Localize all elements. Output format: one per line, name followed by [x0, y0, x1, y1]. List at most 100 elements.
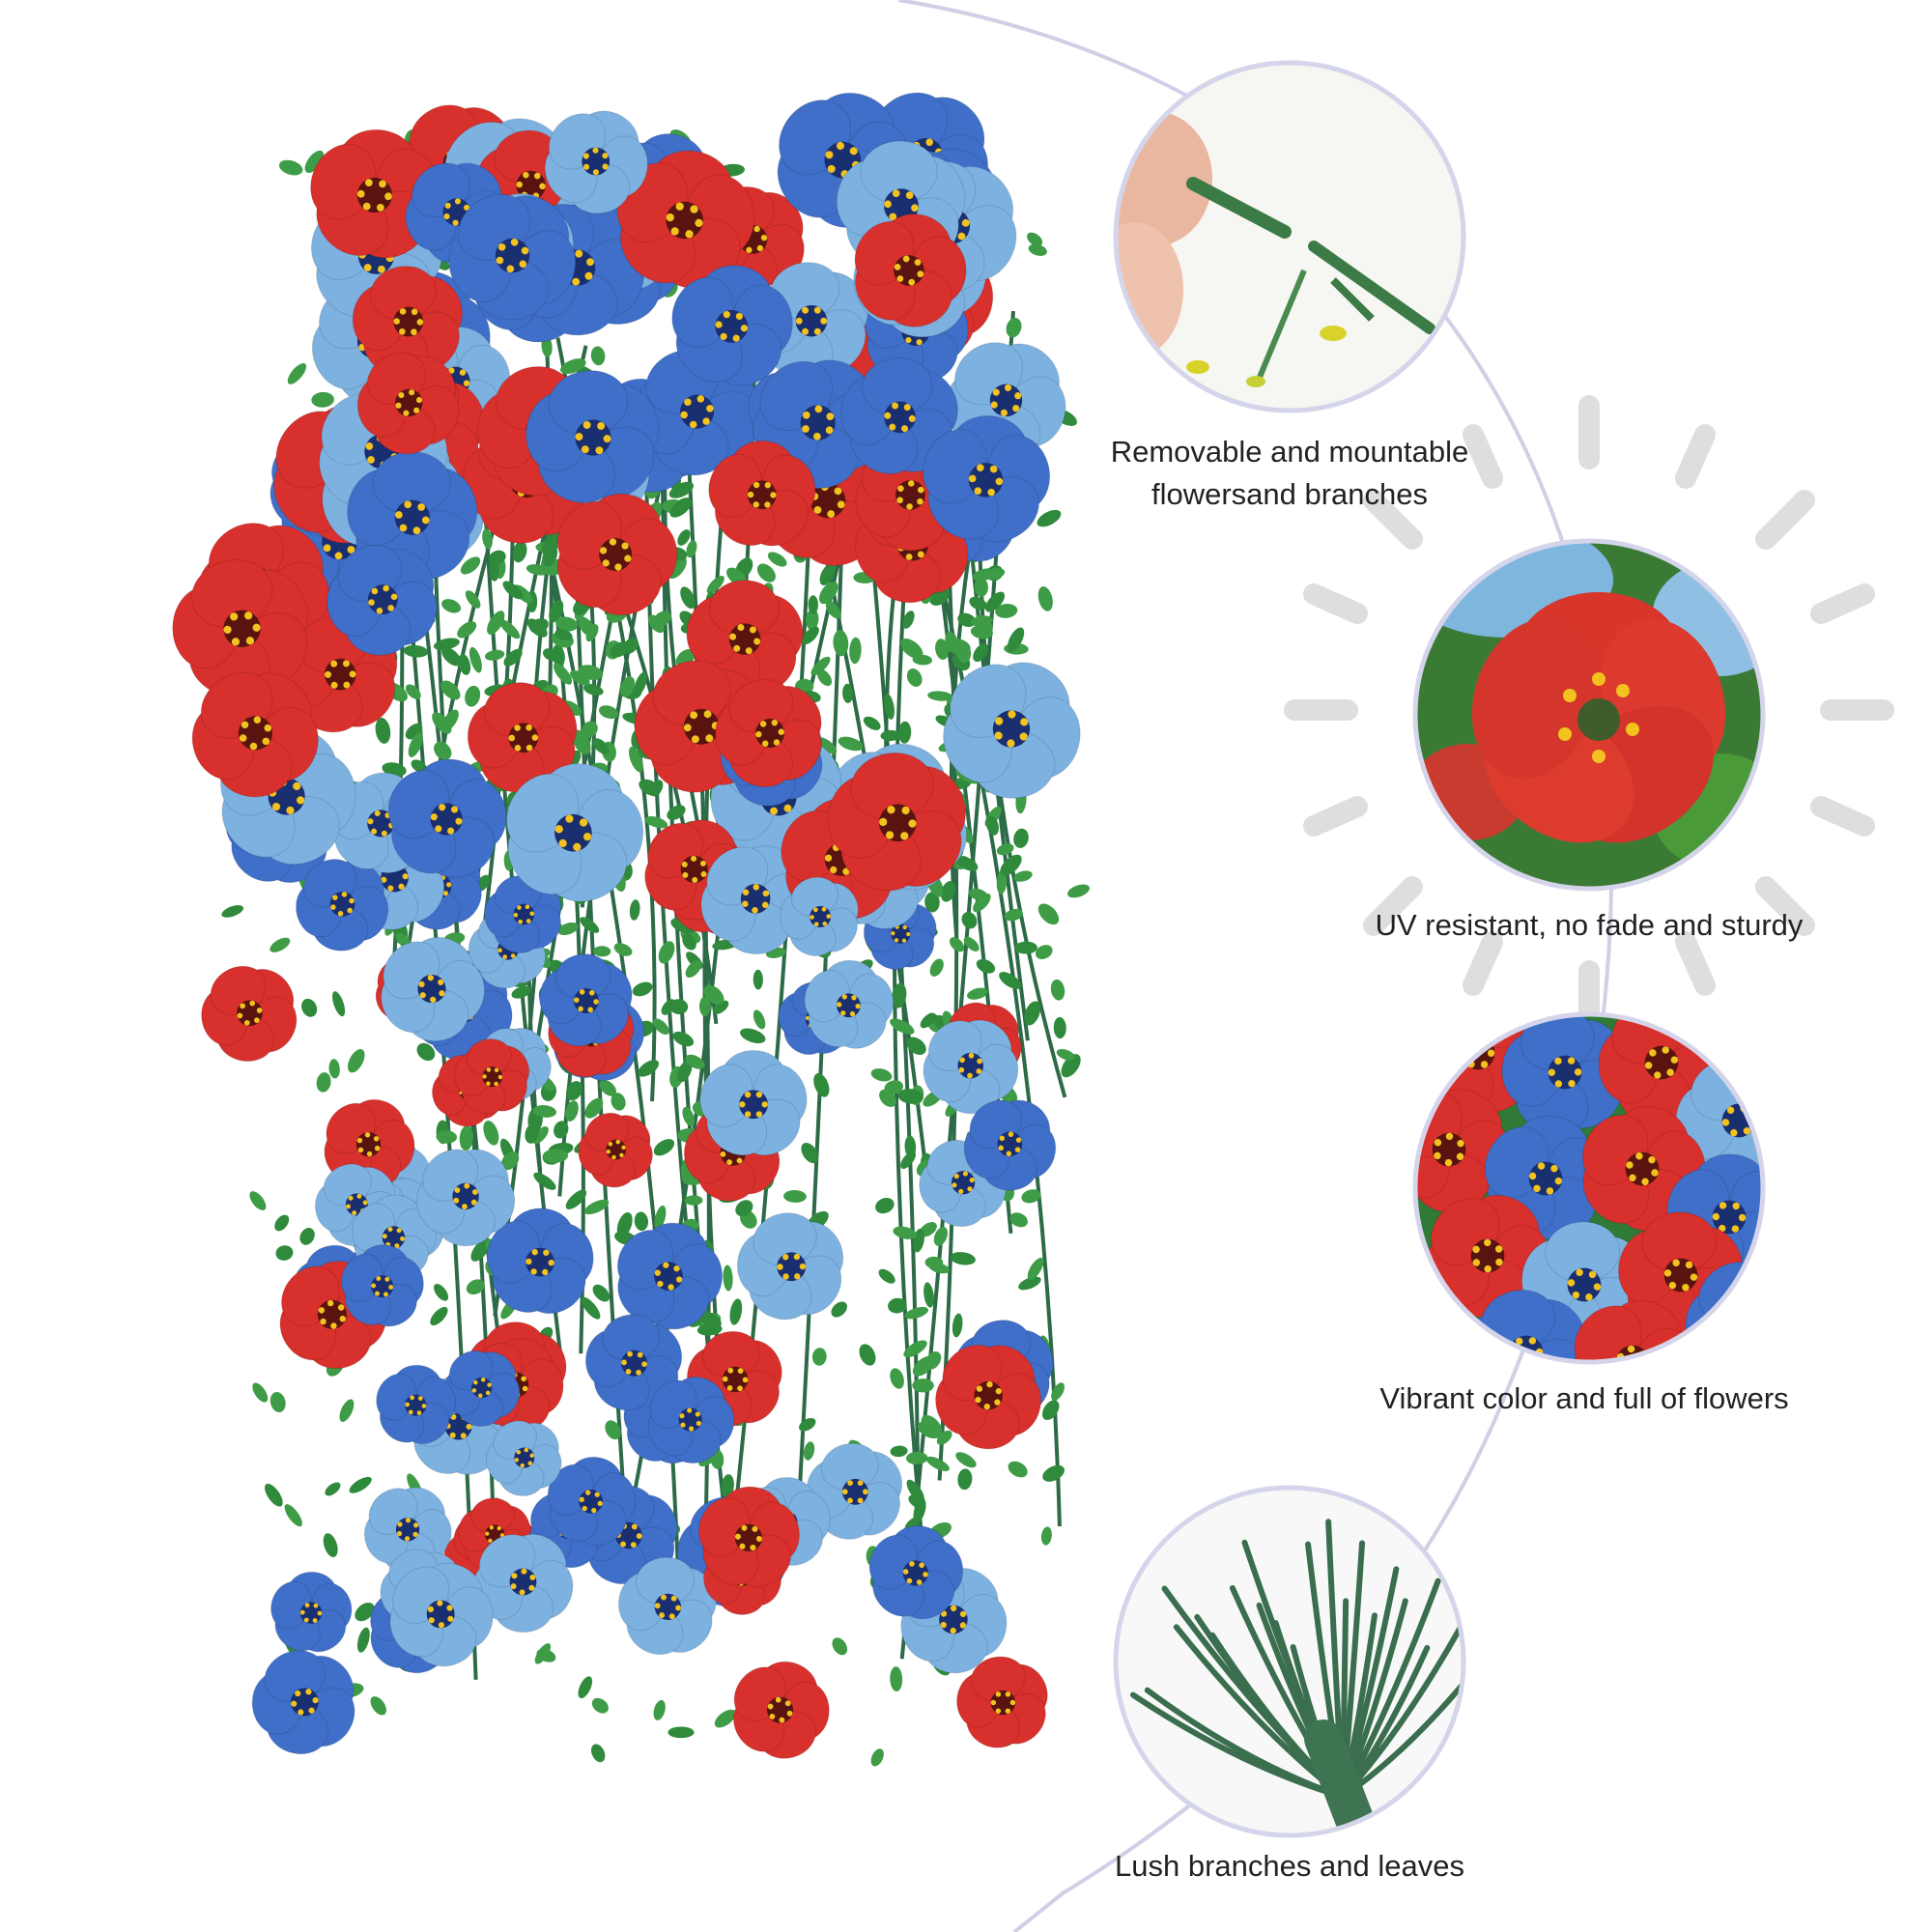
- sun-rays-icon: [1284, 395, 1894, 1035]
- leaf: [610, 641, 631, 658]
- leaf: [973, 643, 989, 663]
- leaf: [1014, 941, 1037, 954]
- leaf: [565, 1081, 582, 1101]
- leaf: [996, 843, 1014, 856]
- leaf: [1013, 870, 1033, 882]
- leaf: [892, 982, 907, 1009]
- leaf: [553, 663, 573, 685]
- leaf: [900, 1151, 917, 1169]
- leaf: [275, 1245, 294, 1261]
- leaf: [712, 1000, 729, 1014]
- leaf: [996, 869, 1008, 895]
- leaf: [813, 1072, 830, 1097]
- flower: [270, 1571, 353, 1653]
- leaf: [801, 1142, 819, 1164]
- leaf: [339, 1399, 355, 1422]
- leaf: [221, 905, 243, 918]
- leaf: [735, 1200, 753, 1217]
- leaf: [875, 1197, 895, 1214]
- caption-line: Vibrant color and full of flowers: [1379, 1381, 1789, 1415]
- leaf: [816, 668, 833, 687]
- leaf: [278, 159, 303, 176]
- leaf: [984, 591, 1006, 612]
- flower: [415, 1149, 516, 1247]
- leaf: [893, 1226, 918, 1239]
- leaf: [756, 563, 776, 582]
- flower: [356, 352, 460, 455]
- flower: [616, 1222, 724, 1330]
- flower: [341, 1244, 424, 1327]
- leaf: [499, 619, 521, 639]
- flower: [556, 493, 678, 616]
- flower: [584, 1314, 683, 1411]
- flower: [544, 110, 648, 214]
- leaf: [1027, 1258, 1044, 1280]
- leaf: [802, 626, 819, 645]
- leaf: [611, 1093, 626, 1111]
- stem-bundle-detail: [1113, 1485, 1466, 1838]
- leaf: [936, 1430, 952, 1445]
- leaf: [902, 611, 915, 629]
- flower: [327, 545, 438, 656]
- flower: [547, 1456, 637, 1547]
- leaf: [583, 1199, 610, 1215]
- leaf: [1040, 1526, 1052, 1546]
- leaf: [682, 1106, 696, 1126]
- flower: [617, 1556, 717, 1656]
- flower: [448, 193, 577, 321]
- leaf: [1067, 884, 1090, 898]
- leaf: [863, 716, 881, 730]
- leaf: [1028, 243, 1047, 256]
- leaf: [880, 729, 901, 742]
- leaf: [890, 1018, 915, 1035]
- leaf: [459, 1125, 473, 1151]
- leaf: [484, 649, 505, 661]
- leaf: [549, 599, 564, 623]
- leaf: [502, 581, 524, 600]
- leaf: [347, 1049, 365, 1073]
- leaf: [890, 1666, 903, 1692]
- leaf: [616, 1211, 633, 1237]
- leaf: [723, 1264, 733, 1292]
- feature-caption-lush-branches: Lush branches and leaves: [1096, 1845, 1483, 1888]
- flower: [172, 559, 309, 697]
- leaf: [811, 1348, 827, 1366]
- leaf: [441, 646, 462, 667]
- flower: [251, 1650, 355, 1755]
- leaf: [270, 1391, 286, 1412]
- leaf: [405, 684, 421, 699]
- leaf: [667, 805, 686, 820]
- leaf: [680, 586, 696, 610]
- leaf: [884, 694, 895, 720]
- leaf: [632, 981, 653, 997]
- leaf: [457, 621, 477, 639]
- flower: [578, 1112, 653, 1188]
- leaf: [555, 616, 579, 632]
- leaf: [684, 1195, 703, 1206]
- leaf: [375, 717, 391, 744]
- leaf: [1027, 232, 1043, 246]
- leaf: [686, 540, 697, 558]
- flower: [697, 1486, 800, 1588]
- leaf: [669, 497, 692, 518]
- leaf: [940, 881, 956, 902]
- leaf: [1061, 1054, 1081, 1078]
- leaf: [1041, 1400, 1060, 1421]
- leaf: [672, 1031, 695, 1047]
- leaf: [304, 150, 325, 174]
- leaf: [634, 671, 647, 696]
- leaf: [955, 1452, 977, 1468]
- leaf: [634, 1211, 649, 1232]
- leaf: [482, 528, 493, 550]
- flower: [526, 370, 660, 503]
- leaf: [638, 1060, 660, 1077]
- leaf: [593, 946, 611, 957]
- leaf: [950, 1252, 976, 1265]
- leaf: [799, 1417, 816, 1432]
- leaf: [903, 1340, 927, 1358]
- leaf: [434, 1284, 449, 1301]
- leaf: [935, 639, 950, 660]
- flower: [295, 859, 389, 952]
- leaf: [933, 1226, 949, 1246]
